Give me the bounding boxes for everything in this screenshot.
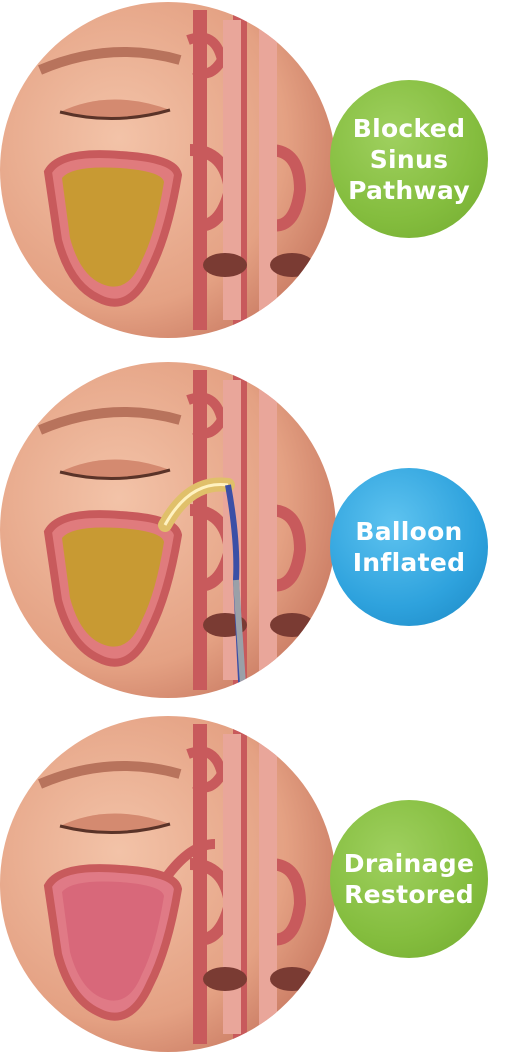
nostril-right	[270, 613, 314, 637]
badge-balloon: Balloon Inflated	[330, 468, 488, 626]
nostril-right	[270, 967, 314, 991]
badge-line: Balloon	[353, 516, 466, 547]
badge-line: Inflated	[353, 547, 466, 578]
nostril-left	[203, 967, 247, 991]
badge-blocked: Blocked Sinus Pathway	[330, 80, 488, 238]
badge-line: Sinus	[348, 144, 470, 175]
badge-line: Drainage	[344, 848, 474, 879]
badge-line: Restored	[344, 879, 474, 910]
badge-line: Blocked	[348, 113, 470, 144]
nostril-right	[270, 253, 314, 277]
badge-drained: Drainage Restored	[330, 800, 488, 958]
badge-line: Pathway	[348, 175, 470, 206]
panel-blocked: Blocked Sinus Pathway	[0, 0, 508, 345]
nostril-left	[203, 253, 247, 277]
panel-drained: Drainage Restored	[0, 714, 508, 1059]
panel-balloon: Balloon Inflated	[0, 360, 508, 705]
